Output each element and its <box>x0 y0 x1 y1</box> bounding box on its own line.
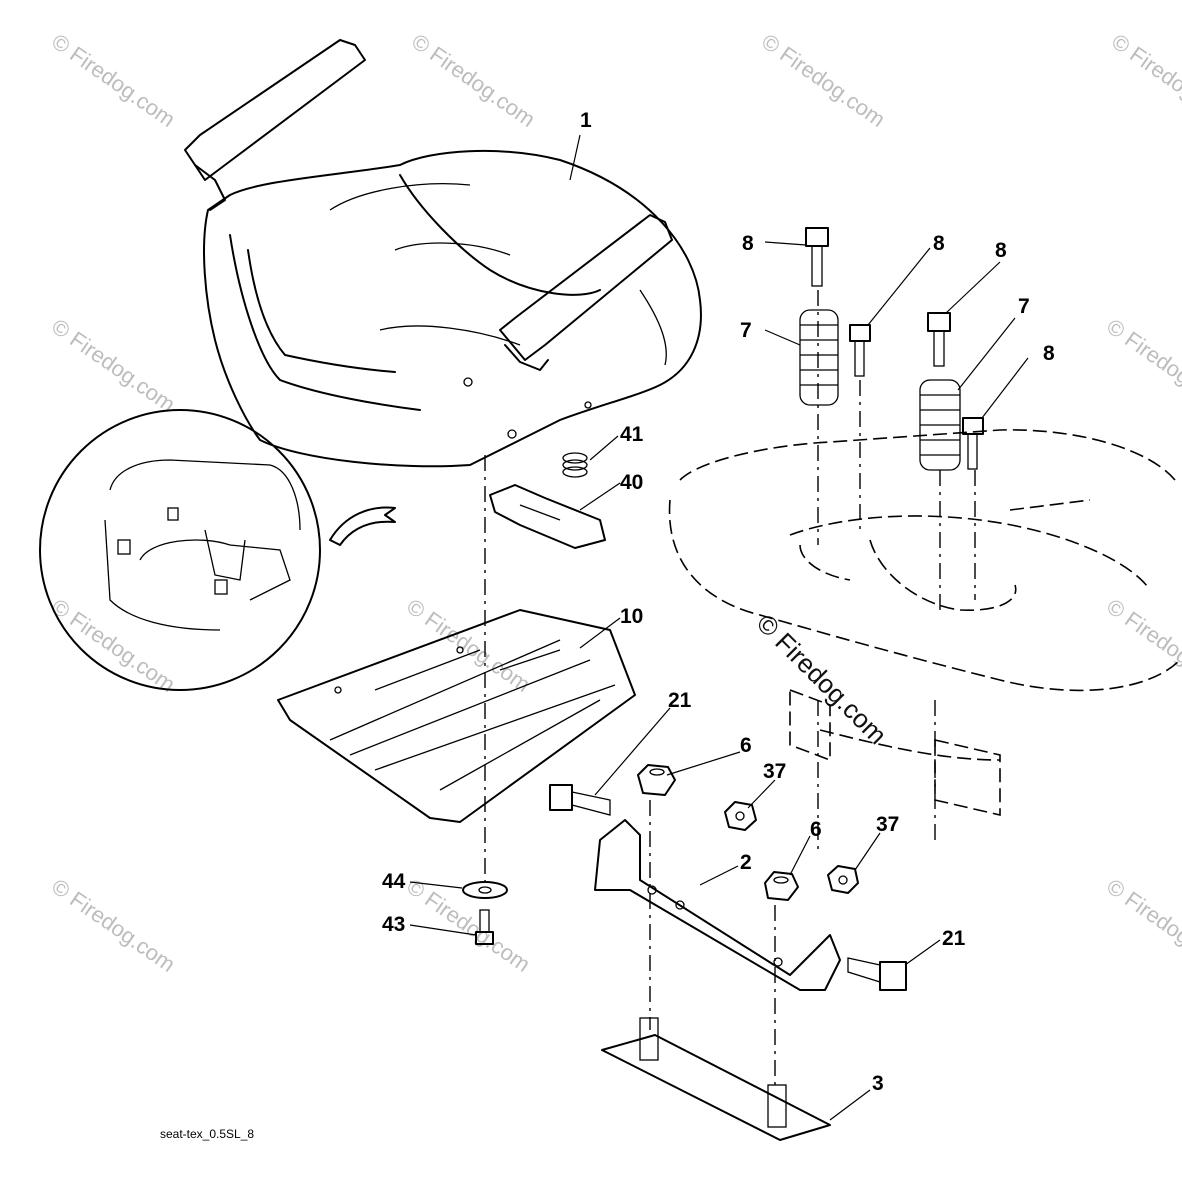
part-lock-nut-37-right <box>827 865 859 894</box>
part-mount-bracket-2 <box>594 819 841 991</box>
part-bolt-21-left <box>549 784 611 816</box>
callout-8: 8 <box>1043 342 1055 365</box>
watermark: © Firedog.com <box>757 29 890 132</box>
callout-7: 7 <box>740 319 752 342</box>
callout-21: 21 <box>942 927 966 950</box>
callout-8: 8 <box>742 232 754 255</box>
watermark: © Firedog.com <box>1102 314 1182 417</box>
callout-8: 8 <box>995 239 1007 262</box>
watermark: © Firedog.com <box>47 314 180 417</box>
callout-10: 10 <box>620 605 643 628</box>
part-washer-44 <box>462 881 508 899</box>
part-bolt-8-c <box>927 312 951 367</box>
watermark: © Firedog.com <box>47 29 180 132</box>
leader-lines <box>409 134 1029 1121</box>
watermark: © Firedog.com <box>402 874 535 977</box>
watermark: © Firedog.com <box>47 874 180 977</box>
part-bolt-21-right <box>847 957 907 991</box>
part-base-plate-3 <box>601 1017 831 1141</box>
callout-7: 7 <box>1018 295 1030 318</box>
part-nut-6-right <box>764 871 799 901</box>
part-spring-41 <box>562 452 588 478</box>
drawing-code: seat-tex_0.5SL_8 <box>160 1127 254 1141</box>
part-bolt-43 <box>475 909 494 945</box>
part-bolt-8-d <box>962 417 984 470</box>
callout-44: 44 <box>382 870 406 893</box>
callout-41: 41 <box>620 423 644 446</box>
part-nut-6-left <box>637 764 676 796</box>
callout-43: 43 <box>382 913 405 936</box>
tractor-frame <box>668 429 1181 817</box>
part-bolt-8-b <box>849 324 871 377</box>
callout-40: 40 <box>620 471 643 494</box>
part-seat-plate-10 <box>277 609 636 823</box>
callout-2: 2 <box>740 851 752 874</box>
detail-view <box>39 409 396 691</box>
part-lock-nut-37-left <box>724 801 757 831</box>
callout-1: 1 <box>580 109 592 132</box>
assembly-axes <box>484 290 976 1090</box>
watermark: © Firedog.com <box>407 29 540 132</box>
part-spring-7-a <box>799 309 839 406</box>
callout-21: 21 <box>668 689 692 712</box>
callout-8: 8 <box>933 232 945 255</box>
callout-37: 37 <box>876 813 899 836</box>
callout-37: 37 <box>763 760 786 783</box>
watermark: © Firedog.com <box>402 594 535 697</box>
watermark-center: © Firedog.com <box>751 608 893 750</box>
callout-6: 6 <box>810 818 822 841</box>
callouts: 1 8 8 8 8 7 7 41 40 10 21 6 37 6 37 2 44… <box>382 109 1055 1095</box>
watermark: © Firedog.com <box>1102 874 1182 977</box>
seat <box>184 39 702 468</box>
watermark: © Firedog.com <box>1107 29 1182 132</box>
part-spring-7-b <box>919 379 961 471</box>
part-bolt-8-a <box>805 227 829 287</box>
watermark: © Firedog.com <box>47 594 180 697</box>
part-bracket-40 <box>489 484 606 549</box>
callout-3: 3 <box>872 1072 884 1095</box>
callout-6: 6 <box>740 734 752 757</box>
